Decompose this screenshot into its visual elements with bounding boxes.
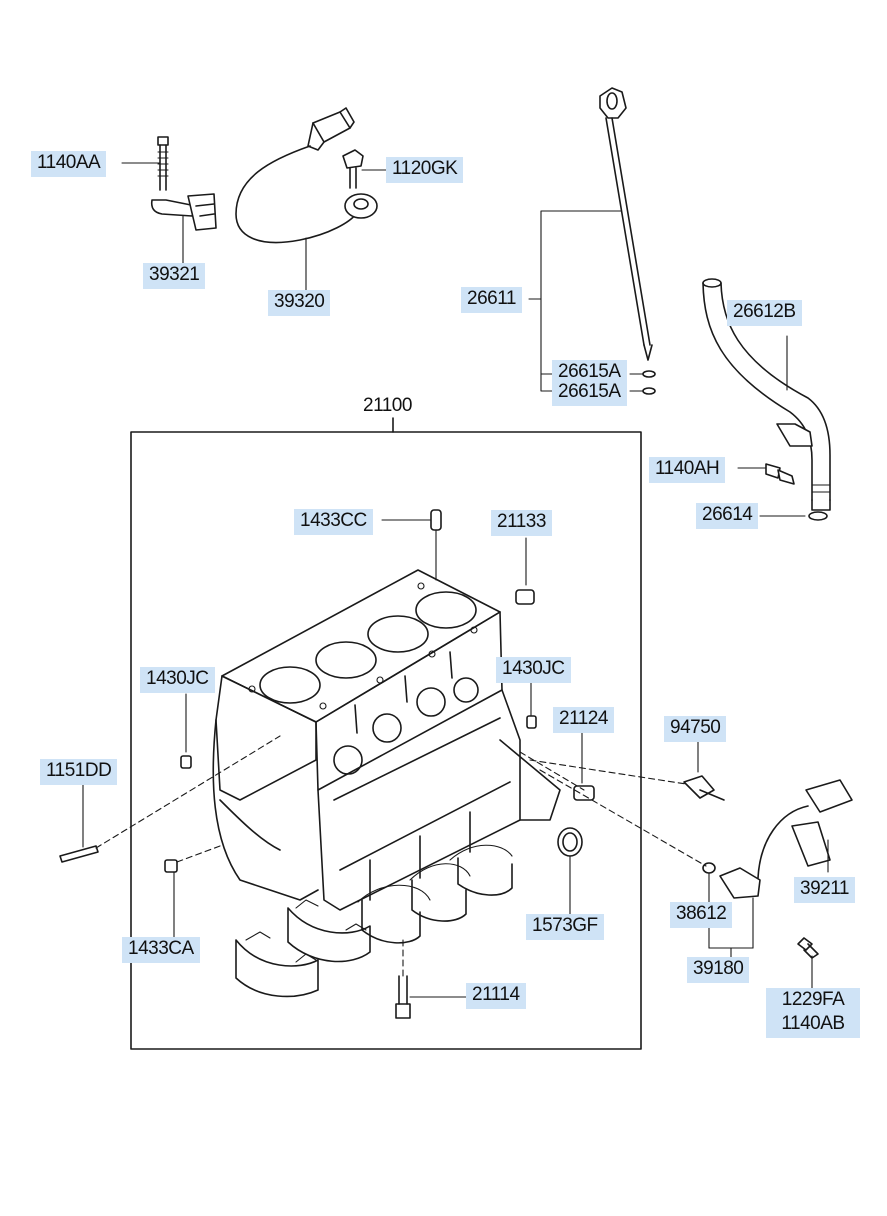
label-1151DD: 1151DD	[40, 759, 118, 785]
label-1140AA: 1140AA	[31, 151, 107, 177]
bolt-21114-drawing	[395, 939, 467, 1019]
label-26614: 26614	[696, 503, 759, 529]
bolt-1140AA-drawing	[121, 136, 169, 191]
stud-1151DD-drawing	[59, 735, 281, 863]
bearing-caps-drawing	[235, 857, 513, 998]
guide-tube-26612B-drawing	[702, 278, 831, 521]
bolt-1140AH-drawing	[737, 463, 795, 485]
pin-1433CC-drawing	[381, 509, 442, 581]
label-21114: 21114	[466, 983, 526, 1009]
label-1120GK: 1120GK	[386, 157, 464, 183]
label-26615A-lower: 26615A	[552, 380, 627, 406]
crank-sensor-39180-drawing	[539, 769, 761, 959]
bolt-1120GK-drawing	[342, 149, 387, 189]
label-39211: 39211	[794, 877, 855, 903]
label-26611: 26611	[461, 287, 522, 313]
seal-1573GF-drawing	[557, 827, 583, 915]
cylinder-block-drawing	[212, 569, 561, 911]
label-94750: 94750	[664, 716, 727, 742]
pin-1433CA-drawing	[164, 845, 221, 941]
label-26612B: 26612B	[727, 300, 802, 326]
label-1140AH: 1140AH	[649, 457, 726, 483]
label-1140AB: 1140AB	[781, 1013, 845, 1034]
bolt-1229FA-drawing	[797, 937, 819, 991]
dipstick-26611-drawing	[599, 87, 656, 395]
pin-1430JC-right-drawing	[526, 681, 537, 729]
label-1229FA-1140AB: 1229FA 1140AB	[766, 988, 860, 1038]
leader-bracket-26611	[528, 210, 644, 392]
label-1433CA: 1433CA	[122, 937, 200, 963]
bracket-39321-drawing	[150, 193, 217, 264]
connector-39211-drawing	[757, 779, 853, 879]
oil-pressure-switch-94750-drawing	[529, 741, 725, 801]
label-39321: 39321	[143, 263, 206, 289]
label-39180: 39180	[687, 957, 750, 983]
pin-1430JC-left-drawing	[180, 693, 192, 769]
dowel-21124-drawing	[519, 730, 595, 801]
label-1573GF: 1573GF	[526, 914, 604, 940]
label-21124: 21124	[553, 707, 614, 733]
label-1433CC: 1433CC	[294, 509, 373, 535]
label-1229FA: 1229FA	[781, 989, 845, 1010]
label-39320: 39320	[268, 290, 331, 316]
label-1430JC-left: 1430JC	[140, 667, 215, 693]
label-21100: 21100	[363, 395, 412, 416]
plug-21133-drawing	[515, 537, 535, 605]
label-38612: 38612	[670, 902, 733, 928]
label-21133: 21133	[491, 510, 552, 536]
cylinder-block-frame	[130, 431, 642, 1050]
label-1430JC-right: 1430JC	[496, 657, 571, 683]
knock-sensor-39320-drawing	[235, 107, 378, 291]
